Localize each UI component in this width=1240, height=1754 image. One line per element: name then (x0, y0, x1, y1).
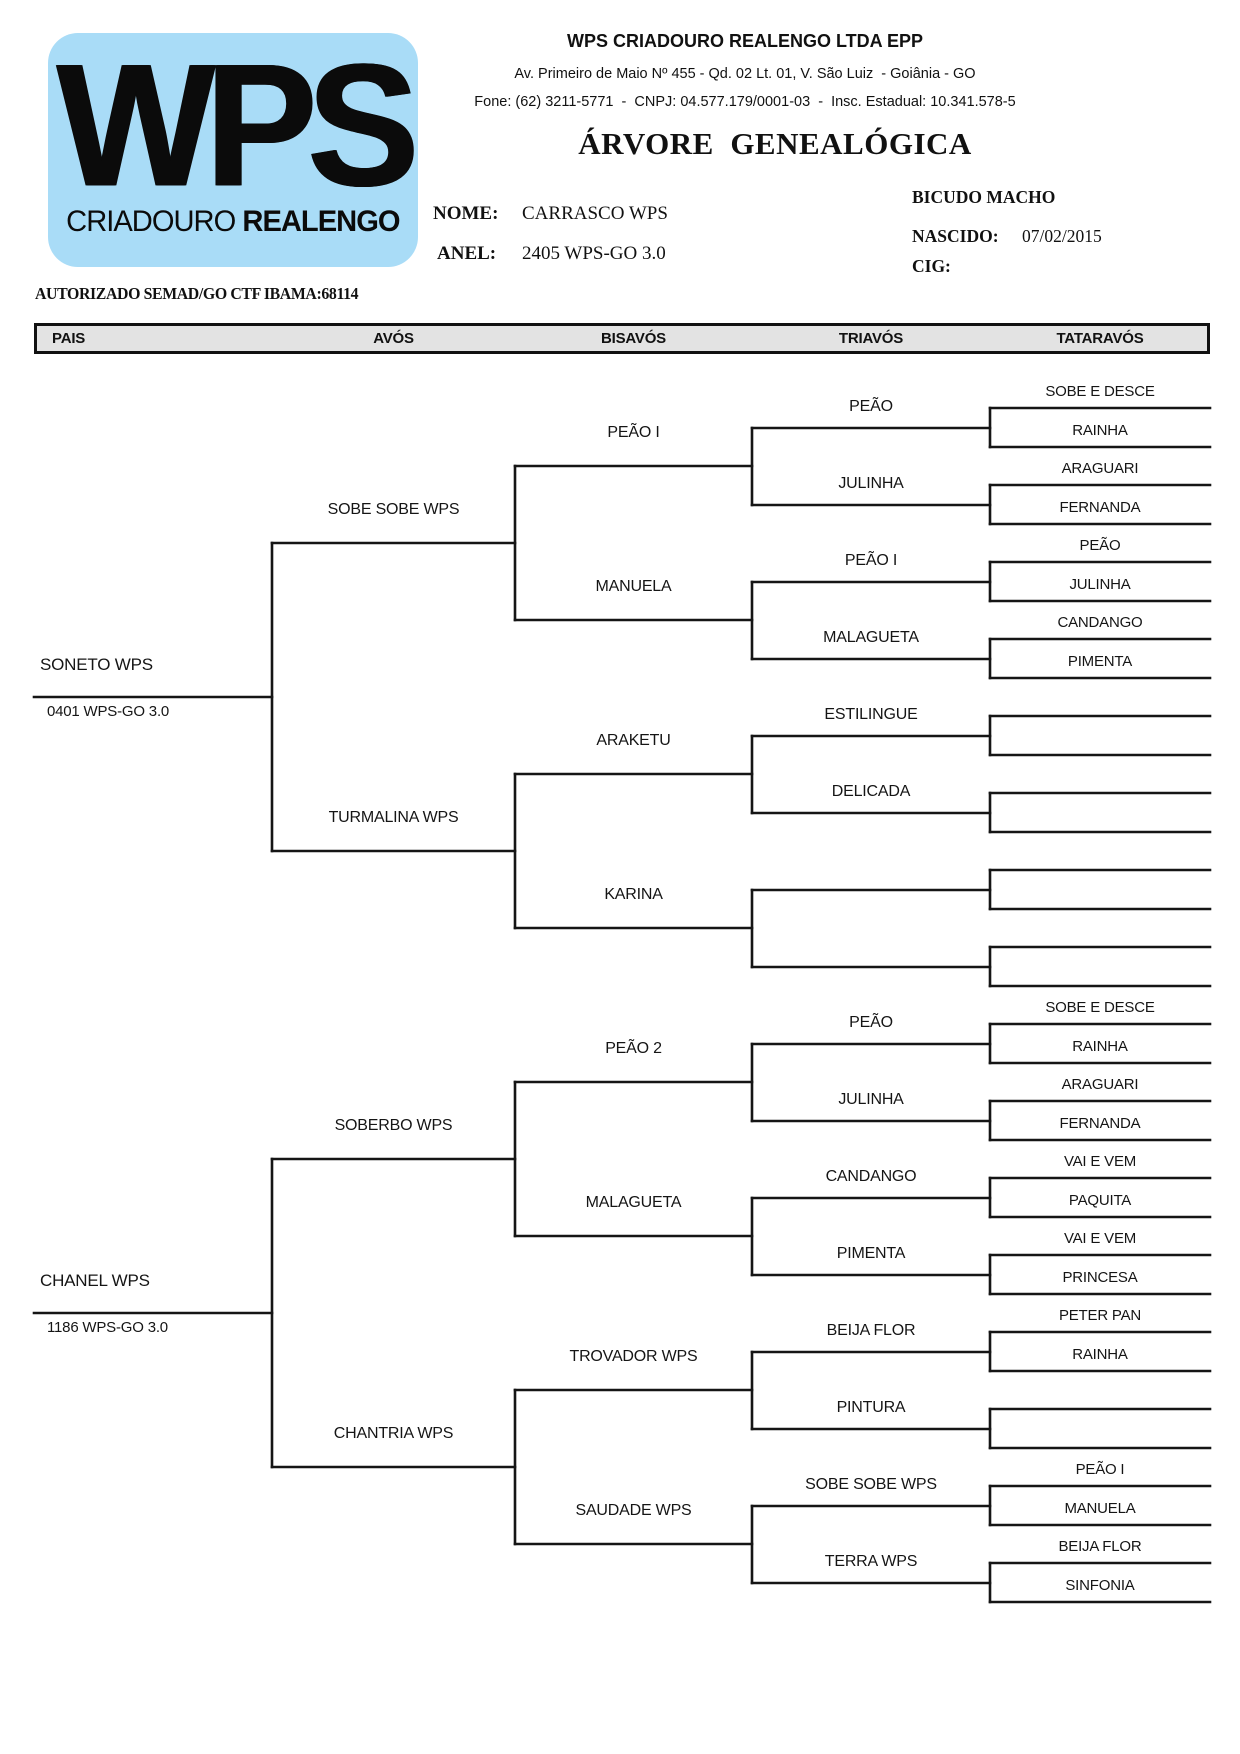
tataravo-name: SOBE E DESCE (1045, 383, 1155, 400)
bisavo-name: SAUDADE WPS (575, 1502, 692, 1519)
tataravo-name: BEIJA FLOR (1058, 1538, 1142, 1555)
tataravo-name: PAQUITA (1068, 1192, 1132, 1209)
nome-label: NOME: (433, 203, 499, 224)
species-sex-label: BICUDO MACHO (912, 187, 1056, 207)
pai-name: CHANEL WPS (40, 1271, 150, 1290)
tataravo-name: PEÃO (1079, 537, 1121, 554)
tataravo-name: FERNANDA (1059, 1115, 1141, 1132)
triavo-name: JULINHA (838, 1091, 904, 1108)
contact-line: Fone: (62) 3211-5771 - CNPJ: 04.577.179/… (474, 94, 1016, 110)
authorization-note: AUTORIZADO SEMAD/GO CTF IBAMA:68114 (35, 284, 359, 303)
column-header-avos: AVÓS (373, 330, 414, 347)
avo-name: TURMALINA WPS (328, 809, 459, 826)
column-header-tataravos: TATARAVÓS (1056, 330, 1144, 347)
triavo-name: CANDANGO (825, 1168, 917, 1185)
column-header-bisavos: BISAVÓS (600, 330, 666, 347)
triavo-name: PEÃO I (844, 552, 898, 569)
tataravo-name: ARAGUARI (1061, 1076, 1139, 1093)
avo-name: SOBERBO WPS (334, 1117, 453, 1134)
tataravo-name: PRINCESA (1062, 1269, 1138, 1286)
triavo-name: SOBE SOBE WPS (805, 1476, 937, 1493)
logo-acronym-text: WPS (56, 27, 420, 223)
triavo-name: PEÃO (849, 1014, 893, 1031)
bisavo-name: MANUELA (595, 578, 672, 595)
tataravo-name: RAINHA (1072, 422, 1128, 439)
pai-name: SONETO WPS (40, 655, 153, 674)
logo-subtitle-light: CRIADOURO (66, 205, 243, 239)
bisavo-name: PEÃO I (607, 424, 660, 441)
bisavo-name: TROVADOR WPS (569, 1348, 698, 1365)
bisavo-name: PEÃO 2 (605, 1040, 662, 1057)
triavo-name: MALAGUETA (823, 629, 919, 646)
tataravo-name: SOBE E DESCE (1045, 999, 1155, 1016)
avo-name: CHANTRIA WPS (333, 1425, 454, 1442)
tataravo-name: PIMENTA (1067, 653, 1133, 670)
triavo-name: TERRA WPS (824, 1553, 918, 1570)
document-title: ÁRVORE GENEALÓGICA (578, 126, 972, 161)
tataravo-name: RAINHA (1072, 1038, 1128, 1055)
tataravo-name: VAI E VEM (1063, 1230, 1137, 1247)
bisavo-name: MALAGUETA (585, 1194, 682, 1211)
bisavo-name: KARINA (604, 886, 663, 903)
tataravo-name: FERNANDA (1059, 499, 1141, 516)
tataravo-name: RAINHA (1072, 1346, 1128, 1363)
tataravo-name: MANUELA (1064, 1500, 1136, 1517)
tataravo-name: PEÃO I (1075, 1461, 1125, 1478)
anel-value: 2405 WPS-GO 3.0 (522, 243, 666, 264)
logo-subtitle-bold: REALENGO (242, 205, 401, 239)
pai-ring: 0401 WPS-GO 3.0 (47, 703, 170, 720)
bisavo-name: ARAKETU (596, 732, 671, 749)
avo-name: SOBE SOBE WPS (327, 501, 460, 518)
tataravo-name: ARAGUARI (1061, 460, 1139, 477)
pai-ring: 1186 WPS-GO 3.0 (47, 1319, 168, 1336)
triavo-name: BEIJA FLOR (826, 1322, 916, 1339)
column-header-triavos: TRIAVÓS (838, 330, 904, 347)
address-line: Av. Primeiro de Maio Nº 455 - Qd. 02 Lt.… (514, 66, 976, 82)
company-name: WPS CRIADOURO REALENGO LTDA EPP (566, 31, 923, 51)
triavo-name: PINTURA (836, 1399, 906, 1416)
nome-value: CARRASCO WPS (522, 203, 668, 224)
tataravo-name: SINFONIA (1065, 1577, 1135, 1594)
logo-subtitle-text: CRIADOURO REALENGO (66, 205, 401, 239)
nascido-value: 07/02/2015 (1022, 226, 1102, 246)
triavo-name: PIMENTA (836, 1245, 906, 1262)
column-header-bar (34, 323, 1210, 354)
triavo-name: DELICADA (831, 783, 911, 800)
cig-label: CIG: (912, 256, 951, 276)
triavo-name: JULINHA (838, 475, 904, 492)
wps-logo: WPS CRIADOURO REALENGO (48, 27, 420, 267)
anel-label: ANEL: (437, 243, 497, 264)
triavo-name: ESTILINGUE (824, 706, 918, 723)
tataravo-name: PETER PAN (1058, 1307, 1142, 1324)
column-header-pais: PAIS (52, 330, 86, 347)
triavo-name: PEÃO (849, 398, 893, 415)
nascido-label: NASCIDO: (912, 226, 999, 246)
tataravo-name: JULINHA (1069, 576, 1131, 593)
tataravo-name: VAI E VEM (1063, 1153, 1137, 1170)
tataravo-name: CANDANGO (1057, 614, 1143, 631)
